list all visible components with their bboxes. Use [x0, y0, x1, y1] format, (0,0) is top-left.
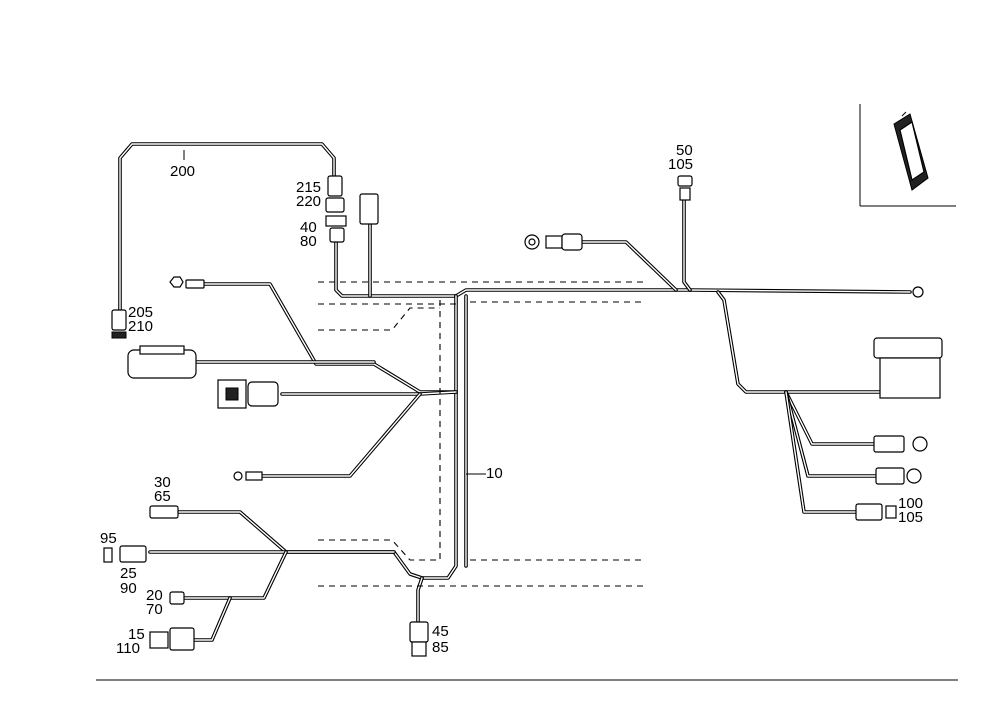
callout-15: 15 — [128, 626, 145, 643]
dashed-routing-lines — [318, 281, 646, 587]
callout-25: 25 — [120, 565, 137, 582]
phone-inset — [859, 104, 956, 207]
callout-labels: 200 215 220 40 80 205 210 50 105 10 30 6… — [100, 142, 923, 657]
callout-95: 95 — [100, 530, 117, 547]
callout-205: 205 — [128, 304, 153, 321]
callout-10: 10 — [486, 465, 503, 482]
callout-210: 210 — [128, 318, 153, 335]
leader-lines — [183, 150, 486, 475]
callout-215: 215 — [296, 179, 321, 196]
callout-90: 90 — [120, 580, 137, 597]
callout-30: 30 — [154, 474, 171, 491]
callout-105-bottom: 105 — [898, 509, 923, 526]
callout-45: 45 — [432, 623, 449, 640]
callout-105-top: 105 — [668, 156, 693, 173]
harness-wires — [118, 142, 912, 642]
callout-70: 70 — [146, 601, 163, 618]
callout-110: 110 — [116, 640, 140, 657]
callout-85: 85 — [432, 639, 449, 656]
callout-80: 80 — [300, 233, 317, 250]
callout-100: 100 — [898, 495, 923, 512]
callout-220: 220 — [296, 193, 321, 210]
callout-40: 40 — [300, 219, 317, 236]
connector-parts — [103, 175, 943, 657]
callout-65: 65 — [154, 488, 171, 505]
callout-20: 20 — [146, 587, 163, 604]
callout-50: 50 — [676, 142, 693, 159]
callout-200: 200 — [170, 163, 195, 180]
